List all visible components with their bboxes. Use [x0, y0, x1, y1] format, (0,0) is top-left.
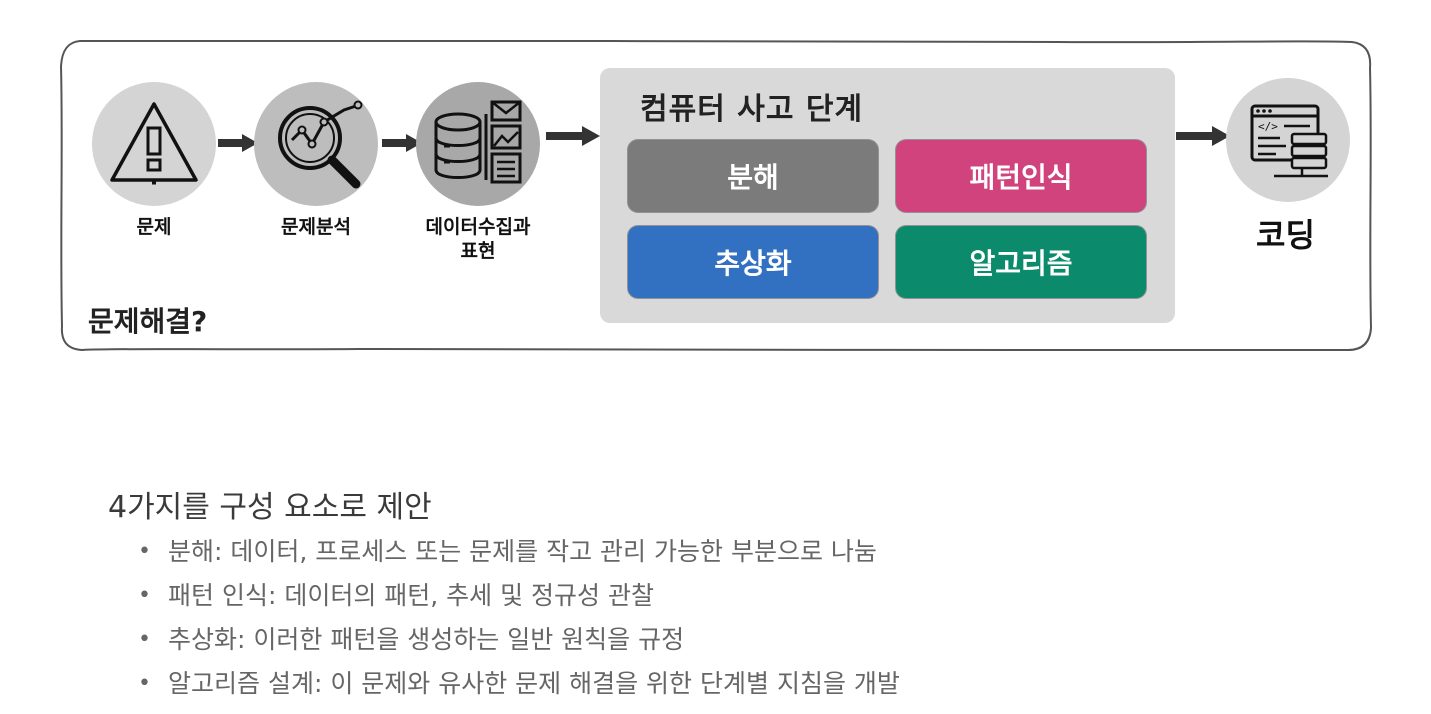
step-analysis-circle	[254, 82, 378, 206]
arrow-icon	[382, 134, 422, 152]
step-analysis-label: 문제분석	[281, 216, 351, 238]
arrow-icon	[546, 126, 600, 146]
step-problem-circle	[92, 82, 216, 206]
svg-text:</>: </>	[1258, 120, 1278, 133]
computational-thinking-title: 컴퓨터 사고 단계	[640, 92, 864, 127]
list-item: •추상화: 이러한 패턴을 생성하는 일반 원칙을 규정	[134, 618, 900, 662]
frame-border	[59, 39, 1373, 352]
abstraction-box: 추상화	[628, 226, 878, 298]
code-window-icon: </>	[1250, 104, 1328, 178]
step-data-label: 데이터수집과 표현	[425, 216, 531, 262]
magnifier-chart-icon	[278, 100, 363, 189]
step-problem-label: 문제	[136, 216, 172, 238]
bullet-icon: •	[138, 671, 151, 696]
step-coding-label: 코딩	[1256, 216, 1315, 254]
warning-icon	[110, 102, 198, 185]
list-item: •알고리즘 설계: 이 문제와 유사한 문제 해결을 위한 단계별 지침을 개발	[134, 662, 900, 706]
arrow-icon	[1176, 126, 1230, 146]
proposal-heading: 4가지를 구성 요소로 제안	[108, 490, 432, 525]
pattern-recognition-box: 패턴인식	[896, 140, 1146, 212]
bullet-icon: •	[138, 627, 151, 652]
bullet-icon: •	[138, 539, 151, 564]
arrow-icon	[218, 134, 258, 152]
algorithm-box: 알고리즘	[896, 226, 1146, 298]
proposal-list: •분해: 데이터, 프로세스 또는 문제를 작고 관리 가능한 부분으로 나눔 …	[134, 530, 900, 706]
list-item: •패턴 인식: 데이터의 패턴, 추세 및 정규성 관찰	[134, 574, 900, 618]
step-data-circle	[416, 82, 540, 206]
database-documents-icon	[434, 100, 522, 184]
list-item: •분해: 데이터, 프로세스 또는 문제를 작고 관리 가능한 부분으로 나눔	[134, 530, 900, 574]
computational-thinking-panel: 컴퓨터 사고 단계 분해 패턴인식 추상화 알고리즘	[600, 68, 1175, 323]
problem-solving-frame: 문제 문제분석	[58, 38, 1374, 354]
frame-caption: 문제해결?	[88, 305, 208, 338]
decomposition-box: 분해	[628, 140, 878, 212]
step-coding-circle: </>	[1226, 78, 1350, 202]
bullet-icon: •	[138, 583, 151, 608]
